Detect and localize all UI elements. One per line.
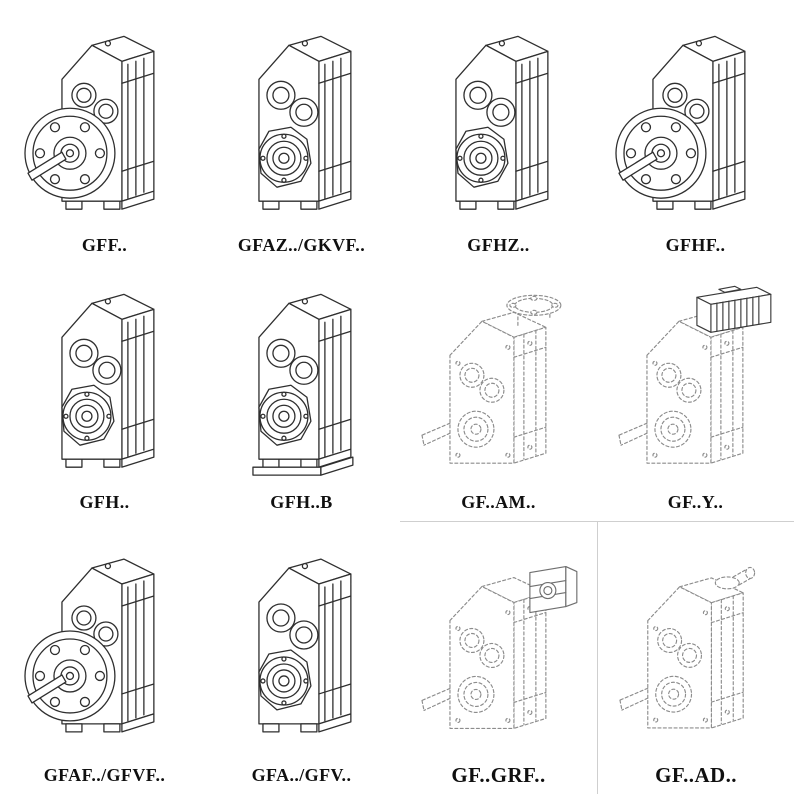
gearbox-hollow-shaft-drawing [414,12,584,232]
cell-gfaz-gkvf: GFAZ../GKVF.. [203,6,400,264]
model-label: GF..AD.. [655,763,737,787]
model-label: GF..Y.. [667,492,724,513]
cell-gfhz: GFHZ.. [400,6,597,264]
model-label: GFH.. [79,492,130,513]
gearbox-flange-drawing [611,12,781,232]
gearbox-hollow-shaft-drawing [217,12,387,232]
gearbox-hollow-shaft-drawing [20,270,190,490]
cell-gf-grf: GF..GRF.. [400,521,597,794]
cell-gfh: GFH.. [6,264,203,522]
gearbox-hollow-shaft-drawing [217,527,387,762]
cell-gf-ad: GF..AD.. [597,521,794,794]
gearbox-motor-mounted-drawing [611,270,781,490]
model-label: GFH..B [270,492,333,513]
cell-gfa-gfv: GFA../GFV.. [203,521,400,794]
model-label: GFA../GFV.. [251,765,352,785]
model-label: GFAZ../GKVF.. [237,234,366,255]
cell-gf-am: GF..AM.. [400,264,597,522]
model-label: GFHF.. [665,234,726,255]
gearbox-input-adapter-drawing [414,528,584,762]
gearbox-motor-adapter-drawing [414,270,584,490]
gearbox-flange-drawing [20,12,190,232]
model-label: GF..GRF.. [451,763,546,787]
cell-gfh-b: GFH..B [203,264,400,522]
cell-gff: GFF.. [6,6,203,264]
model-label: GFAF../GFVF.. [43,765,166,785]
model-label: GF..AM.. [461,492,536,513]
gearbox-input-shaft-drawing [612,528,781,762]
gearbox-flange-drawing [20,527,190,762]
cell-gfhf: GFHF.. [597,6,794,264]
gearbox-foot-mounted-drawing [217,270,387,490]
cell-gf-y: GF..Y.. [597,264,794,522]
model-label: GFHZ.. [467,234,530,255]
model-label: GFF.. [81,234,128,255]
cell-gfaf-gfvf: GFAF../GFVF.. [6,521,203,794]
